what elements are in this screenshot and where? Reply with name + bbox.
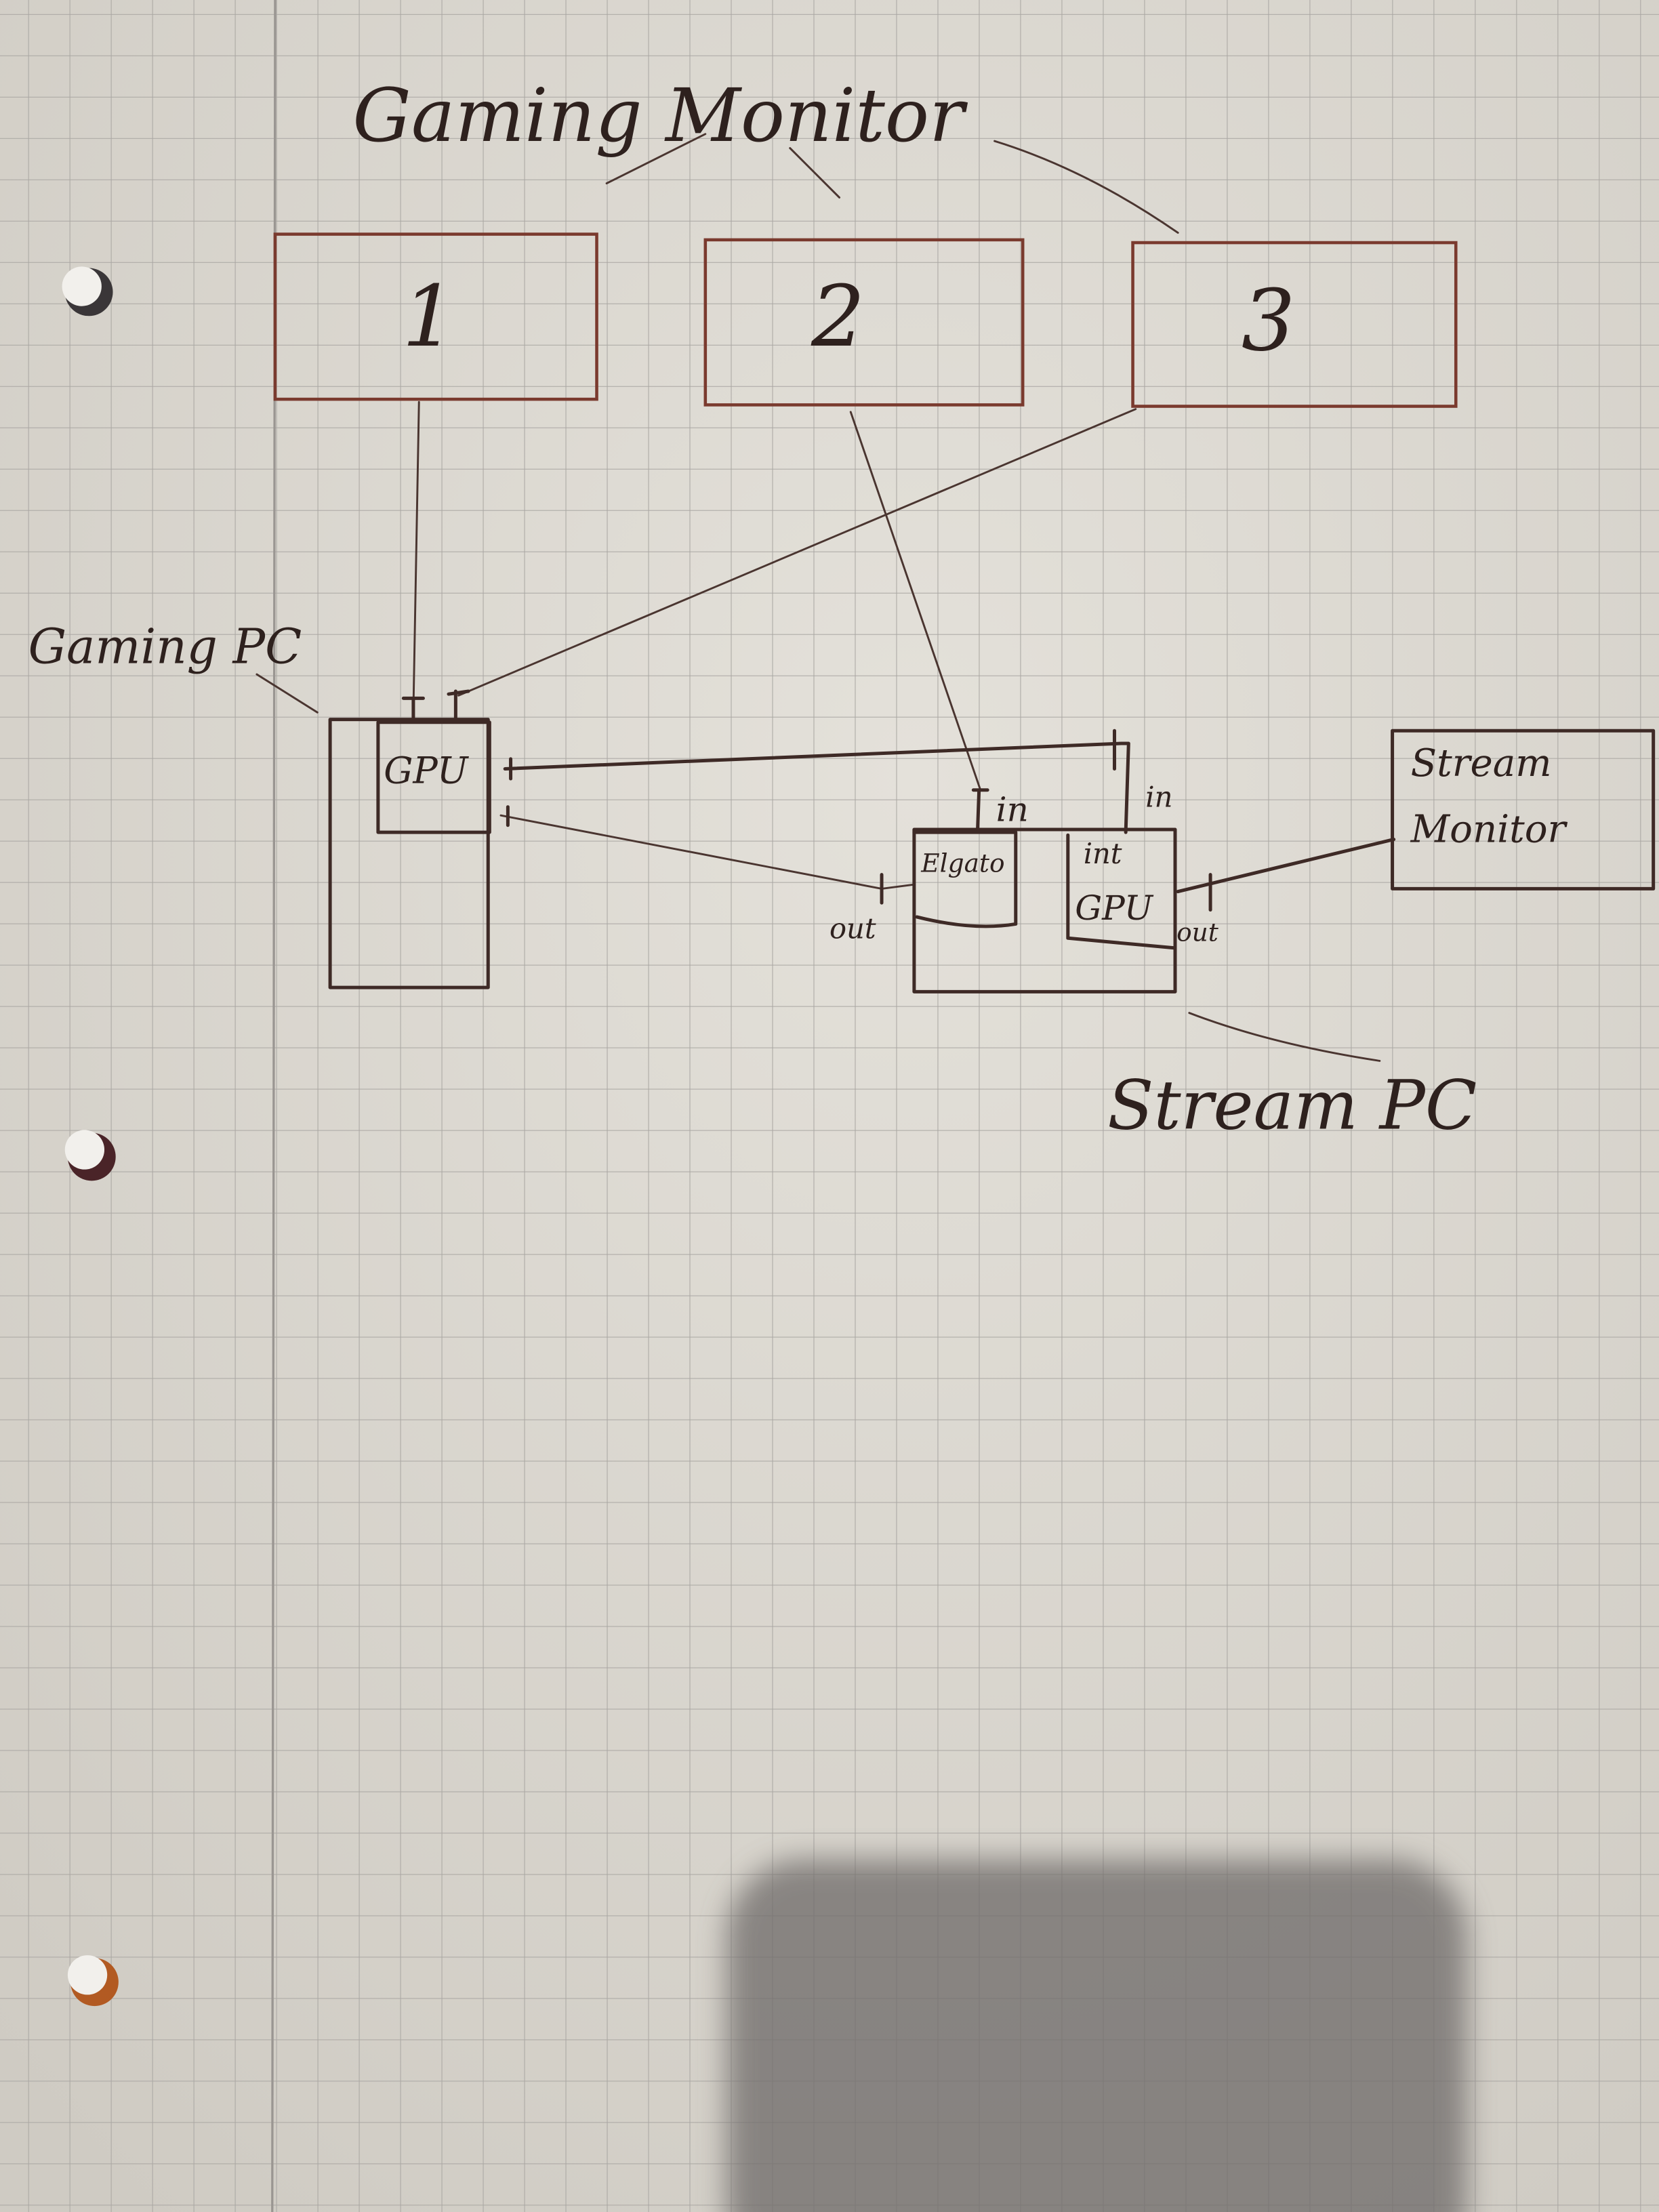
- stream-monitor: Stream Monitor: [1391, 729, 1656, 890]
- elgato-out-label: out: [830, 912, 876, 945]
- punch-holes: [62, 266, 119, 2007]
- stream-pc-leader: [1188, 1012, 1381, 1062]
- monitor-2-label: 2: [811, 268, 865, 366]
- title-leaders: [605, 133, 1179, 234]
- monitor-3-label: 3: [1242, 272, 1295, 370]
- elgato-capture-card: Elgato: [912, 830, 1018, 928]
- int-gpu: int GPU: [1066, 833, 1177, 950]
- int-gpu-in-label: in: [1145, 781, 1172, 814]
- stream-pc-box: Elgato int GPU in in out out: [830, 781, 1219, 994]
- elgato-in-label: in: [996, 790, 1029, 830]
- stream-monitor-label-2: Monitor: [1410, 808, 1568, 852]
- stream-pc-label: Stream PC: [1107, 1065, 1477, 1145]
- int-gpu-label-1: int: [1084, 837, 1122, 870]
- gaming-gpu-label: GPU: [384, 749, 470, 792]
- pc-cables: [499, 729, 1396, 912]
- int-gpu-out-label: out: [1176, 917, 1219, 947]
- gaming-pc-label: Gaming PC: [28, 618, 302, 674]
- shadow: [726, 1859, 1467, 2212]
- monitor-cables: [401, 401, 1137, 792]
- int-gpu-label-2: GPU: [1075, 888, 1154, 928]
- monitor-2: 2: [703, 238, 1025, 407]
- gaming-pc-box: GPU: [328, 718, 491, 989]
- monitor-3: 3: [1131, 241, 1458, 408]
- stream-monitor-label-1: Stream: [1411, 741, 1552, 785]
- gaming-pc-leader: [255, 673, 319, 714]
- elgato-label: Elgato: [920, 848, 1004, 878]
- monitor-1: 1: [273, 232, 598, 401]
- gaming-monitor-title: Gaming Monitor: [352, 73, 968, 159]
- monitor-1-label: 1: [402, 268, 455, 366]
